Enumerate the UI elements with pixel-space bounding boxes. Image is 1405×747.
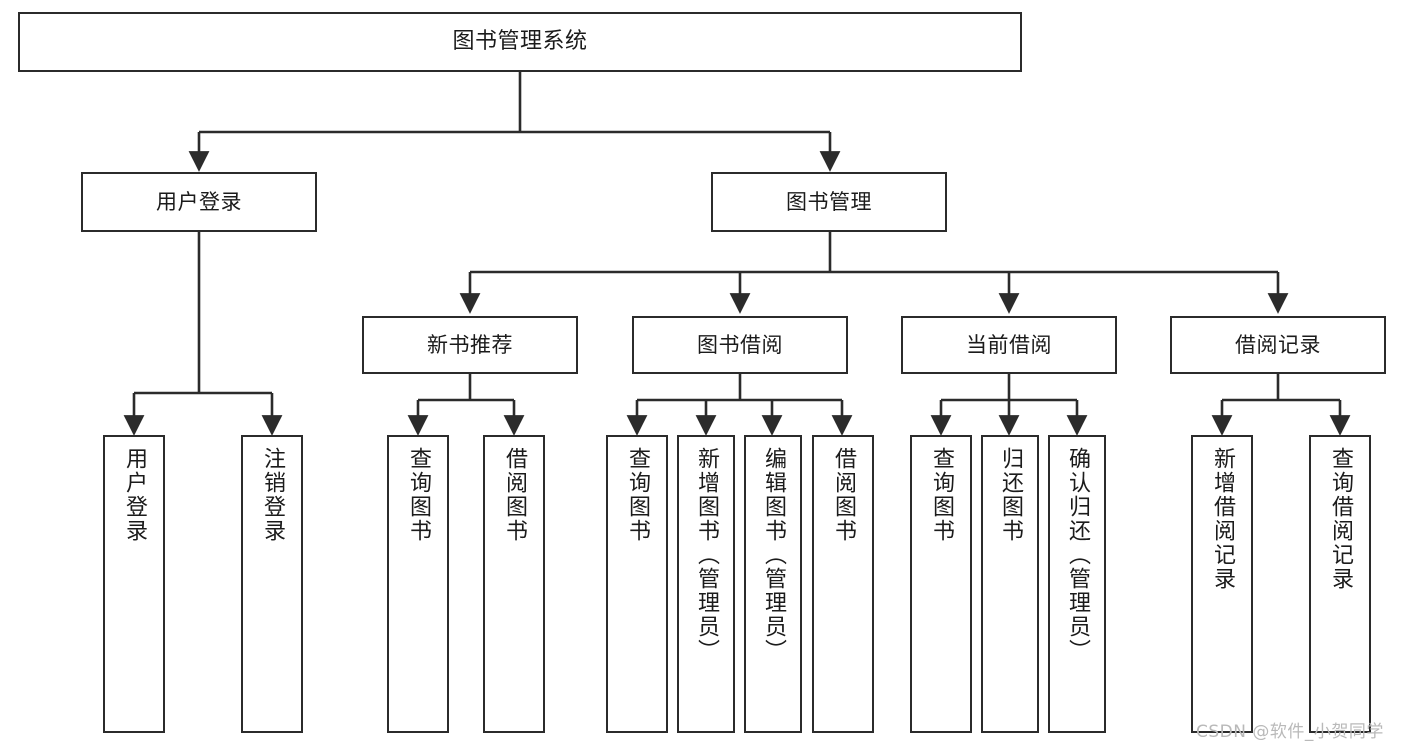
leaf-add-borrow-record[interactable]: 新增借阅记录 <box>1191 435 1253 733</box>
leaf-query-borrow-record[interactable]: 查询借阅记录 <box>1309 435 1371 733</box>
leaf-confirm-return-admin[interactable]: 确认归还（管理员） <box>1048 435 1106 733</box>
leaf-label-return-book: 归还图书 <box>998 447 1023 543</box>
leaf-label-query-book-3: 查询图书 <box>929 447 954 543</box>
node-label-book-borrow: 图书借阅 <box>697 332 783 357</box>
node-label-current-borrow: 当前借阅 <box>966 332 1052 357</box>
leaf-label-add-borrow-record: 新增借阅记录 <box>1210 447 1235 591</box>
node-book-manage[interactable]: 图书管理 <box>711 172 947 232</box>
csdn-watermark: CSDN @软件_小贺同学 <box>1196 722 1384 742</box>
node-current-borrow[interactable]: 当前借阅 <box>901 316 1117 374</box>
leaf-label-user-login: 用户登录 <box>122 447 147 543</box>
node-label-book-manage: 图书管理 <box>786 189 872 214</box>
leaf-return-book[interactable]: 归还图书 <box>981 435 1039 733</box>
leaf-edit-book-admin[interactable]: 编辑图书（管理员） <box>744 435 802 733</box>
leaf-label-query-borrow-record: 查询借阅记录 <box>1328 447 1353 591</box>
node-label-root: 图书管理系统 <box>452 29 588 55</box>
leaf-label-query-book-1: 查询图书 <box>406 447 431 543</box>
node-book-borrow[interactable]: 图书借阅 <box>632 316 848 374</box>
leaf-query-book-2[interactable]: 查询图书 <box>606 435 668 733</box>
leaf-logout[interactable]: 注销登录 <box>241 435 303 733</box>
node-user-login[interactable]: 用户登录 <box>81 172 317 232</box>
leaf-add-book-admin[interactable]: 新增图书（管理员） <box>677 435 735 733</box>
leaf-label-add-book-admin: 新增图书（管理员） <box>694 447 719 663</box>
leaf-query-book-3[interactable]: 查询图书 <box>910 435 972 733</box>
leaf-label-borrow-book-2: 借阅图书 <box>831 447 856 543</box>
node-label-user-login: 用户登录 <box>156 189 242 214</box>
node-root-system[interactable]: 图书管理系统 <box>18 12 1022 72</box>
leaf-label-borrow-book-1: 借阅图书 <box>502 447 527 543</box>
leaf-borrow-book-2[interactable]: 借阅图书 <box>812 435 874 733</box>
leaf-borrow-book-1[interactable]: 借阅图书 <box>483 435 545 733</box>
node-label-new-book-recommend: 新书推荐 <box>427 332 513 357</box>
leaf-label-logout: 注销登录 <box>260 447 285 543</box>
leaf-query-book-1[interactable]: 查询图书 <box>387 435 449 733</box>
leaf-label-query-book-2: 查询图书 <box>625 447 650 543</box>
leaf-user-login[interactable]: 用户登录 <box>103 435 165 733</box>
node-label-borrow-record: 借阅记录 <box>1235 332 1321 357</box>
leaf-label-confirm-return-admin: 确认归还（管理员） <box>1065 447 1090 663</box>
node-borrow-record[interactable]: 借阅记录 <box>1170 316 1386 374</box>
node-new-book-recommend[interactable]: 新书推荐 <box>362 316 578 374</box>
leaf-label-edit-book-admin: 编辑图书（管理员） <box>761 447 786 663</box>
